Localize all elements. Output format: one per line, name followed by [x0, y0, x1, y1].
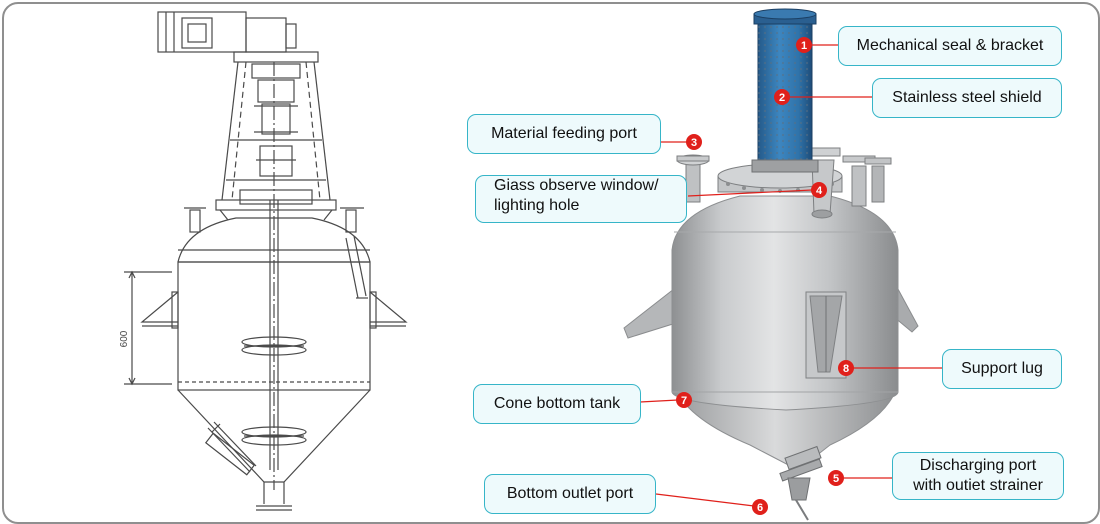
callout-text: Stainless steel shield — [892, 89, 1042, 106]
callout-bottom-outlet-port: Bottom outlet port — [484, 474, 656, 514]
callout-support-lug: Support lug — [942, 349, 1062, 389]
motor-drawing — [157, 11, 297, 53]
marker-6: 6 — [752, 499, 768, 515]
dimension-line — [124, 270, 172, 386]
discharge-port — [779, 445, 823, 521]
svg-text:5: 5 — [833, 473, 839, 485]
marker-3: 3 — [686, 134, 702, 150]
marker-2: 2 — [774, 89, 790, 105]
svg-text:3: 3 — [691, 137, 697, 149]
callout-text-line1: Discharging port — [919, 457, 1037, 474]
callout-text: Support lug — [961, 360, 1043, 377]
marker-4: 4 — [811, 182, 827, 198]
left-nozzle — [676, 154, 710, 203]
svg-text:7: 7 — [681, 395, 687, 407]
right-nozzle-b — [864, 157, 892, 203]
callout-cone-bottom-tank: Cone bottom tank — [473, 384, 641, 424]
callout-text-line2: lighting hole — [494, 197, 580, 214]
callout-text: Mechanical seal & bracket — [856, 37, 1044, 54]
callout-text: Bottom outlet port — [506, 485, 634, 502]
svg-text:1: 1 — [801, 40, 807, 52]
callout-stainless-shield: Stainless steel shield — [872, 78, 1062, 118]
technical-drawing — [124, 11, 408, 511]
number-markers: 1 2 3 4 5 6 7 8 — [676, 37, 854, 515]
marker-1: 1 — [796, 37, 812, 53]
top-nozzles-drawing — [184, 207, 364, 233]
dimension-label: 600 — [119, 330, 130, 347]
callout-text: Material feeding port — [491, 125, 637, 142]
callout-text-line1: Giass observe window/ — [494, 177, 659, 194]
right-nozzle-a — [842, 155, 876, 207]
marker-5: 5 — [828, 470, 844, 486]
marker-7: 7 — [676, 392, 692, 408]
svg-text:2: 2 — [779, 92, 785, 104]
svg-text:8: 8 — [843, 363, 849, 375]
tank-cylinder — [671, 195, 899, 411]
bracket-drawing — [215, 51, 337, 221]
callout-glass-observe-window: Giass observe window/ lighting hole — [475, 175, 687, 223]
callout-discharging-port: Discharging port with outiet strainer — [892, 452, 1064, 500]
svg-text:6: 6 — [757, 502, 763, 514]
reactor-illustration — [623, 8, 919, 521]
svg-text:4: 4 — [816, 185, 823, 197]
marker-8: 8 — [838, 360, 854, 376]
callout-material-feeding-port: Material feeding port — [467, 114, 661, 154]
front-support-lug — [805, 291, 847, 379]
callout-text-line2: with outiet strainer — [913, 477, 1043, 494]
callout-mechanical-seal: Mechanical seal & bracket — [838, 26, 1062, 66]
tank-body-drawing — [140, 217, 408, 511]
callout-text: Cone bottom tank — [493, 395, 621, 412]
